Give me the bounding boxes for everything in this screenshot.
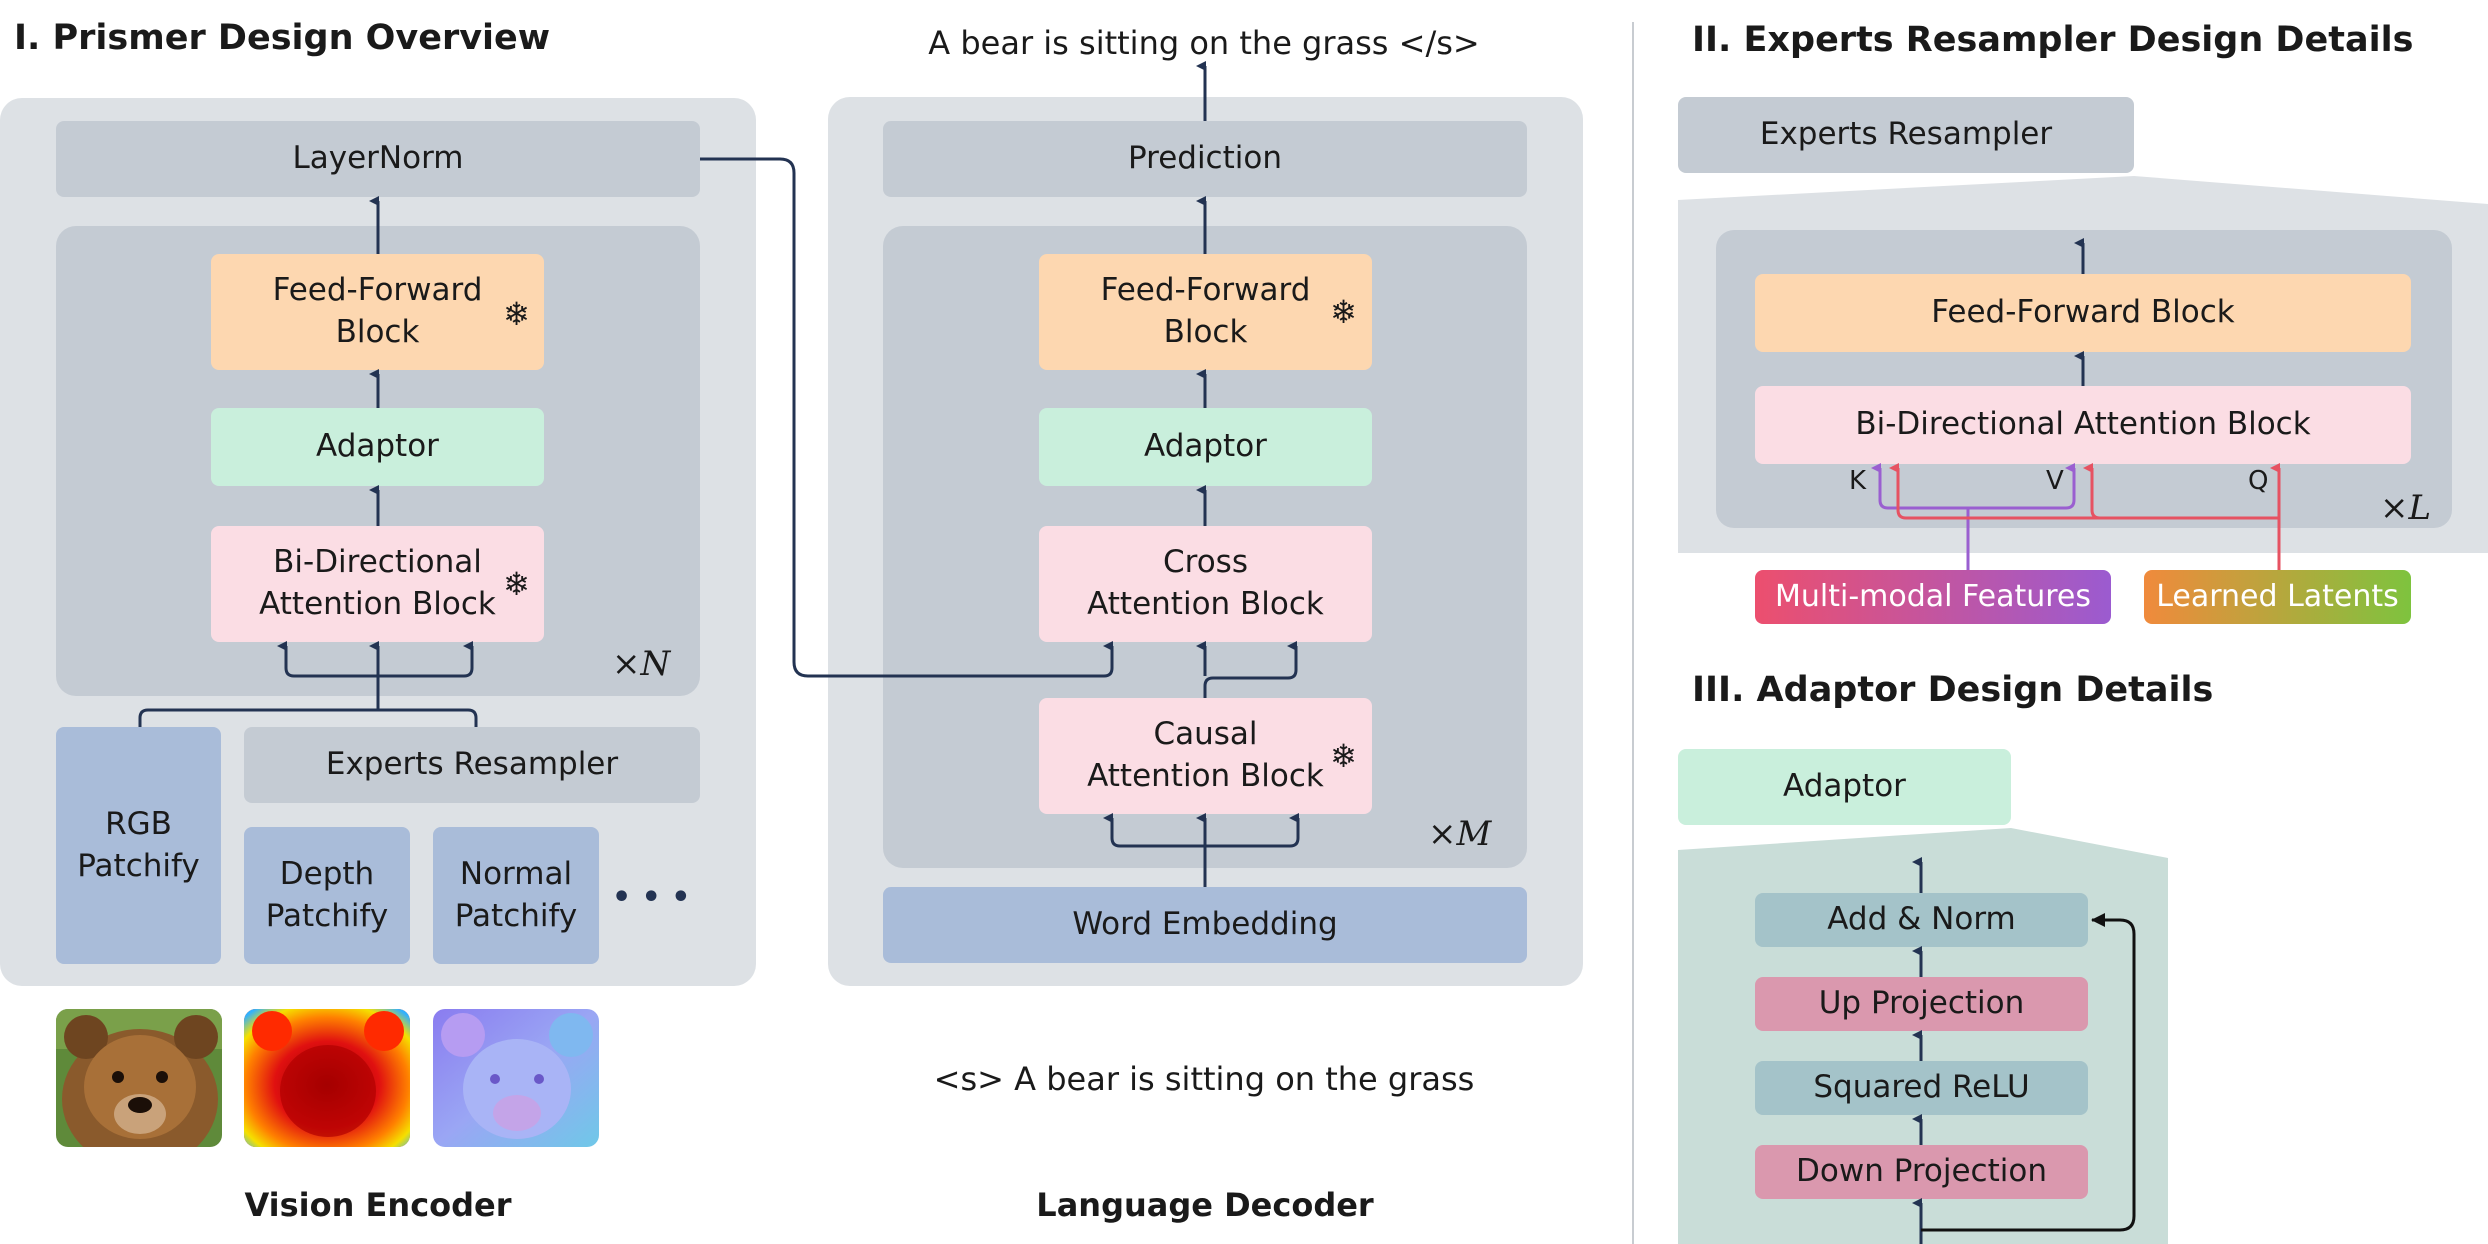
encoder-feed-forward-block: Feed-Forward Block xyxy=(211,254,544,370)
adaptor-detail-header: Adaptor xyxy=(1678,749,2011,825)
squared-relu-block: Squared ReLU xyxy=(1755,1061,2088,1115)
value-label: V xyxy=(2046,466,2064,496)
vision-encoder-caption: Vision Encoder xyxy=(244,1186,512,1224)
overview-title: I. Prismer Design Overview xyxy=(14,18,551,58)
resampler-repeat-label: ×L xyxy=(2380,488,2432,528)
encoder-layernorm: LayerNorm xyxy=(56,121,700,197)
learned-latents-pill: Learned Latents xyxy=(2144,570,2411,624)
decoder-repeat-label: ×M xyxy=(1428,814,1492,854)
multimodal-features-pill: Multi-modal Features xyxy=(1755,570,2111,624)
word-embedding: Word Embedding xyxy=(883,887,1527,963)
decoder-input-text: <s> A bear is sitting on the grass xyxy=(933,1060,1475,1098)
decoder-causal-attention-block: Causal Attention Block xyxy=(1039,698,1372,814)
down-projection-block: Down Projection xyxy=(1755,1145,2088,1199)
decoder-adaptor: Adaptor xyxy=(1039,408,1372,486)
section-divider xyxy=(1632,22,1634,1244)
depth-patchify: Depth Patchify xyxy=(244,827,410,964)
decoder-ff-frozen-icon: ❄ xyxy=(1330,293,1357,331)
language-decoder-caption: Language Decoder xyxy=(1036,1186,1374,1224)
encoder-attn-frozen-icon: ❄ xyxy=(503,565,530,603)
decoder-prediction: Prediction xyxy=(883,121,1527,197)
encoder-experts-resampler: Experts Resampler xyxy=(244,727,700,803)
key-label: K xyxy=(1849,466,1867,496)
adaptor-title: III. Adaptor Design Details xyxy=(1692,670,2214,710)
rgb-bear-image xyxy=(56,1009,222,1147)
decoder-causal-frozen-icon: ❄ xyxy=(1330,737,1357,775)
resampler-detail-header: Experts Resampler xyxy=(1678,97,2134,173)
resampler-title: II. Experts Resampler Design Details xyxy=(1692,20,2414,60)
encoder-ff-frozen-icon: ❄ xyxy=(503,295,530,333)
encoder-attention-block: Bi-Directional Attention Block xyxy=(211,526,544,642)
resampler-attention-block: Bi-Directional Attention Block xyxy=(1755,386,2411,464)
query-label: Q xyxy=(2248,466,2269,496)
rgb-patchify: RGB Patchify xyxy=(56,727,221,964)
up-projection-block: Up Projection xyxy=(1755,977,2088,1031)
depth-map-image xyxy=(244,1009,410,1147)
decoder-cross-attention-block: Cross Attention Block xyxy=(1039,526,1372,642)
decoder-feed-forward-block: Feed-Forward Block xyxy=(1039,254,1372,370)
encoder-adaptor: Adaptor xyxy=(211,408,544,486)
more-experts-ellipsis: • • • xyxy=(612,880,691,915)
normal-patchify: Normal Patchify xyxy=(433,827,599,964)
decoder-output-text: A bear is sitting on the grass </s> xyxy=(928,24,1480,62)
encoder-repeat-label: ×N xyxy=(612,644,671,684)
resampler-feed-forward-block: Feed-Forward Block xyxy=(1755,274,2411,352)
add-norm-block: Add & Norm xyxy=(1755,893,2088,947)
normal-map-image xyxy=(433,1009,599,1147)
